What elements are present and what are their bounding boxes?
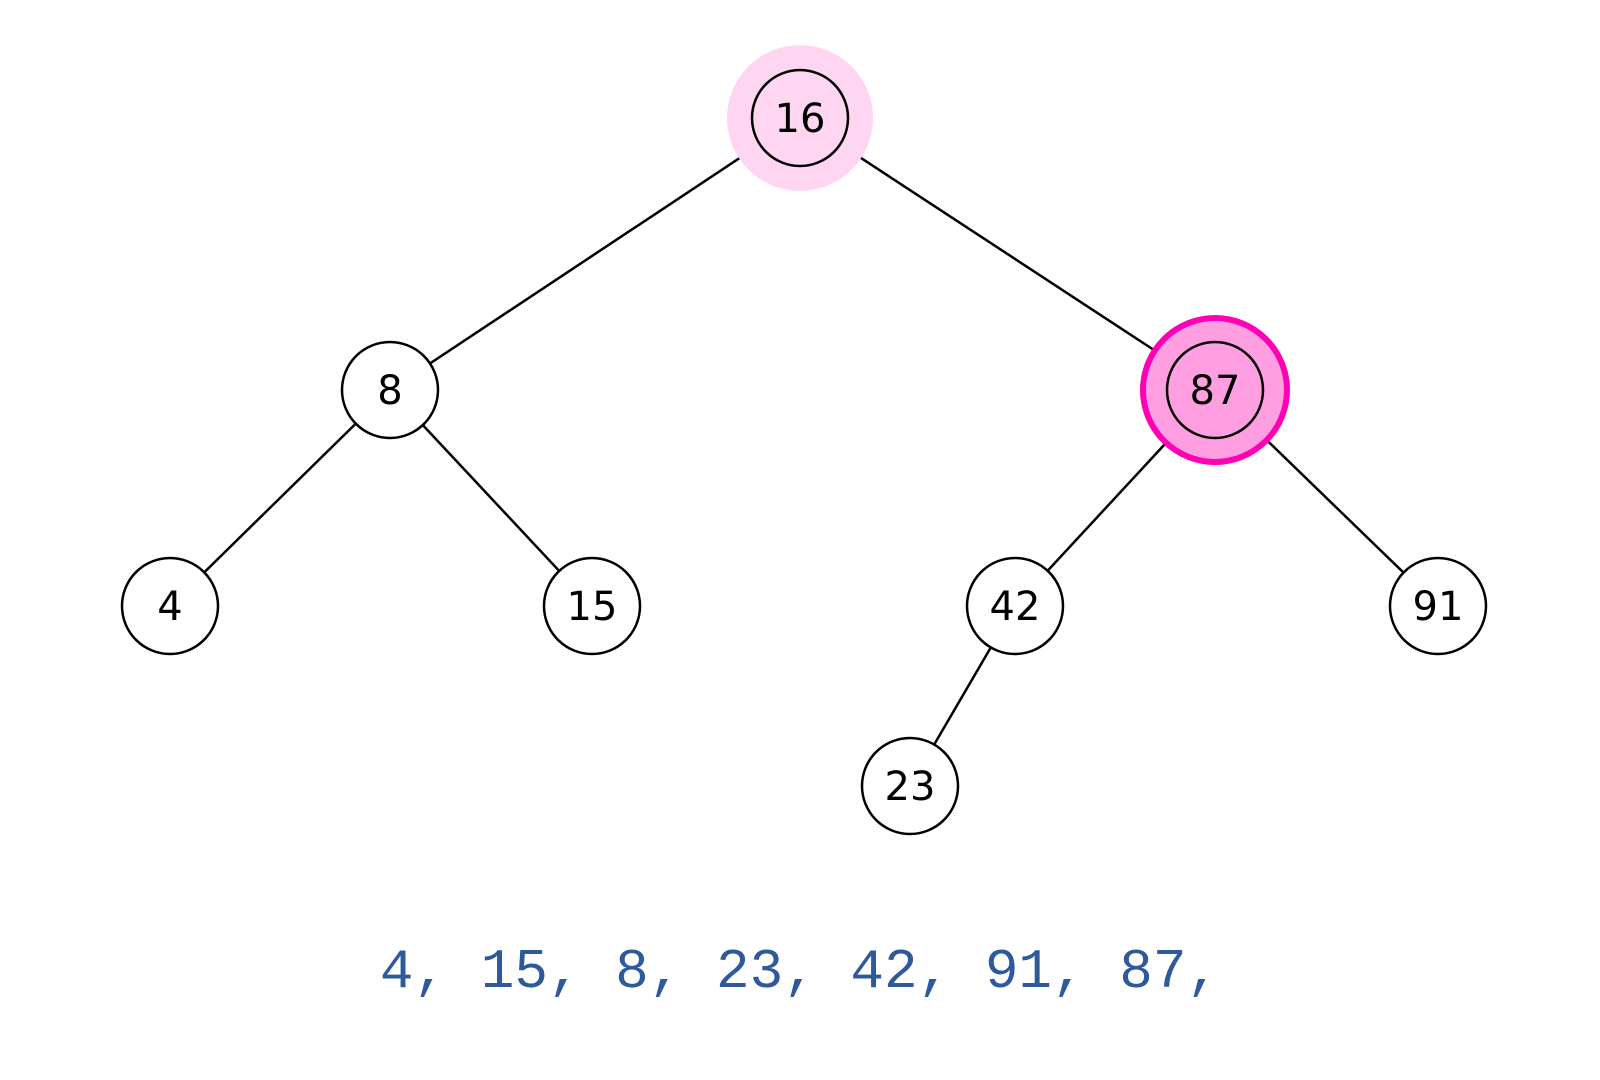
node-label-15: 15 <box>567 584 618 630</box>
node-circle-23 <box>860 736 960 836</box>
node-circle-8 <box>340 340 440 440</box>
traversal-item-91: 91, <box>984 940 1120 1004</box>
node-label-23: 23 <box>885 764 936 810</box>
node-label-4: 4 <box>157 584 182 630</box>
node-label-8: 8 <box>377 368 402 414</box>
tree-node-15: 15 <box>542 556 642 656</box>
tree-node-16: 16 <box>750 68 850 168</box>
node-label-87: 87 <box>1190 368 1241 414</box>
node-label-91: 91 <box>1413 584 1464 630</box>
edge-16-8 <box>389 116 801 392</box>
tree-node-23: 23 <box>860 736 960 836</box>
node-label-42: 42 <box>990 584 1041 630</box>
node-circle-42 <box>965 556 1065 656</box>
edge-8-4 <box>169 389 391 607</box>
node-circle-91 <box>1388 556 1488 656</box>
nodes-layer: 16 8 87 4 15 42 91 23 <box>120 68 1488 836</box>
node-circle-87 <box>1165 340 1265 440</box>
tree-node-8: 8 <box>340 340 440 440</box>
node-circle-4 <box>120 556 220 656</box>
node-label-16: 16 <box>775 96 826 142</box>
traversal-item-42: 42, <box>850 940 985 1004</box>
traversal-item-4: 4, <box>379 940 481 1004</box>
traversal-output: 4, 15, 8, 23, 42, 91, 87, <box>0 940 1600 1004</box>
tree-node-42: 42 <box>965 556 1065 656</box>
traversal-item-87: 87, <box>1119 940 1221 1004</box>
edge-16-87 <box>799 116 1216 392</box>
node-circle-16 <box>750 68 850 168</box>
node-circle-15 <box>542 556 642 656</box>
traversal-item-15: 15, <box>480 940 616 1004</box>
traversal-item-23: 23, <box>715 940 851 1004</box>
tree-node-87: 87 <box>1165 340 1265 440</box>
traversal-item-8: 8, <box>615 940 716 1004</box>
edge-8-15 <box>389 389 593 607</box>
tree-node-4: 4 <box>120 556 220 656</box>
tree-node-91: 91 <box>1388 556 1488 656</box>
